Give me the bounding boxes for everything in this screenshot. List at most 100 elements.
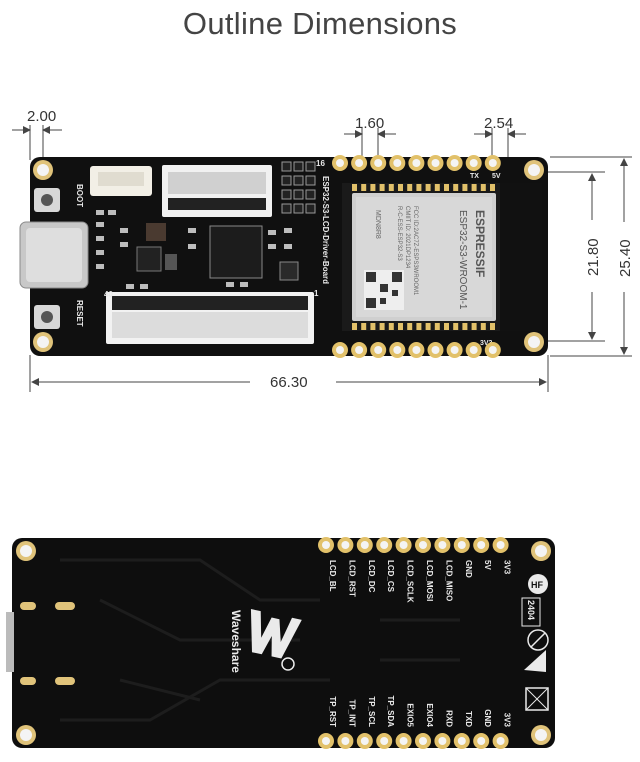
back-pin-label: TP_INT [347,699,356,727]
castellation-pad [361,184,367,191]
castellation-pad [490,323,495,330]
header-pin-hole [355,159,364,167]
waveshare-logo-icon [250,609,302,671]
header-pin-hole [469,159,478,167]
back-header-pin-hole [380,541,389,549]
header-pin-hole [393,159,402,167]
reset-label: RESET [75,300,84,327]
back-pin-labels-top: LCD_BL LCD_RST LCD_DC LCD_CS LCD_SCLK LCD_MOS… [328,560,512,603]
back-header-pin-hole [341,737,350,745]
back-pin-label: TP_SCL [367,696,376,727]
header-pin-hole [336,346,344,354]
dim-board-height: 25.40 [617,239,634,277]
pb-free-icon [527,629,549,651]
header-pin-hole [374,159,383,167]
castellation-pad [388,184,394,191]
header-pin-hole [336,159,344,167]
module-code: MDN8R8 [374,210,381,239]
back-pin-label: TP_RST [328,696,337,727]
header-pin-hole [450,159,459,167]
castellation-pad [462,184,468,191]
front-board: BOOT RESET ESP32-S3-LCD-Driver-Board 16 … [19,155,548,358]
back-header-pin-hole [457,737,466,745]
header-pin-hole [469,346,478,354]
back-header-pin-hole [360,737,369,745]
back-header-pin-hole [380,737,389,745]
back-pin-label: EXIO4 [425,703,434,727]
header-pin-hole [488,159,497,167]
back-pin-label: RXD [444,710,453,727]
back-header-pin-hole [399,737,408,745]
castellation-pad [444,323,449,330]
castellation-pad [398,323,403,330]
castellation-pad [398,184,403,191]
back-pin-label: LCD_MISO [444,560,453,601]
weee-bin-icon [525,687,549,711]
header-pin-hole [450,346,459,354]
header-pin-hole [412,346,421,354]
dim-module-height: 21.80 [585,238,602,276]
module-line1: FCC ID:2AC7Z-ESPS3WROOM1 [412,206,418,296]
castellation-pad [388,323,394,330]
back-pin-label: LCD_CS [386,560,395,593]
back-header-pin-hole [438,737,447,745]
header-pin-hole [431,159,440,167]
back-pin-label: LCD_DC [367,560,376,593]
back-pin-label: GND [464,560,473,578]
back-pin-label: 3V3 [503,713,512,728]
castellation-pad [370,184,376,191]
module-line2: CMIIT ID: 2021DP1234 [404,206,410,269]
module-model: ESP32-S3-WROOM-1 [457,210,468,310]
pin-1-label: 1 [314,289,319,298]
castellation-pad [407,323,413,330]
castellation-pad [453,184,459,191]
back-pin-label: LCD_BL [328,560,337,592]
back-pin-label: TXD [464,711,473,727]
back-header-pin-hole [322,737,330,745]
smd-components [96,210,292,289]
header-pin-hole [374,346,383,354]
dim-edge-offset: 2.00 [27,108,56,125]
dim-pin-pitch: 2.54 [484,115,513,132]
castellation-pad [471,323,477,330]
castellation-pad [490,184,495,191]
pin-5v-label: 5V [492,173,501,180]
back-header-pin-hole [419,541,427,549]
header-pin-hole [412,159,421,167]
back-header-pin-hole [496,737,505,745]
back-header-pin-hole [477,737,486,745]
header-pin-hole [355,346,364,354]
castellation-pad [434,323,440,330]
header-pin-hole [488,346,497,354]
castellation-pad [453,323,459,330]
header-pins-bottom [332,342,501,358]
back-header-pin-hole [457,541,466,549]
module-line3: R-C-ESS-ESP32-S3 [396,206,402,261]
usb-shield-pads [20,602,75,685]
back-pin-label: 5V [483,560,492,570]
esd-warning-icon [524,650,546,672]
back-pin-label: EXIO5 [406,703,415,727]
module-brand: ESPRESSIF [473,210,487,277]
back-header-pin-hole [360,541,369,549]
board-name: ESP32-S3-LCD-Driver-Board [321,176,330,284]
boot-label: BOOT [75,184,84,207]
castellation-pad [379,323,385,330]
header-pads [281,161,316,214]
castellation-pad [425,184,431,191]
back-pin-label: LCD_MOSI [425,560,434,601]
back-header-pin-hole [322,541,330,549]
esp32-module: ESPRESSIF ESP32-S3-WROOM-1 FCC ID:2AC7Z-… [342,183,542,331]
back-pin-label: LCD_RST [347,560,356,597]
back-header-pin-hole [496,541,505,549]
back-header-pins-top [318,537,509,553]
back-header-pin-hole [341,541,350,549]
pin-tx-label: TX [470,173,479,180]
castellation-pad [471,184,477,191]
back-pin-label: LCD_SCLK [406,560,415,603]
castellation-pad [352,323,357,330]
back-pin-label: TP_SDA [386,695,395,727]
castellation-pad [416,323,422,330]
castellation-pad [444,184,449,191]
